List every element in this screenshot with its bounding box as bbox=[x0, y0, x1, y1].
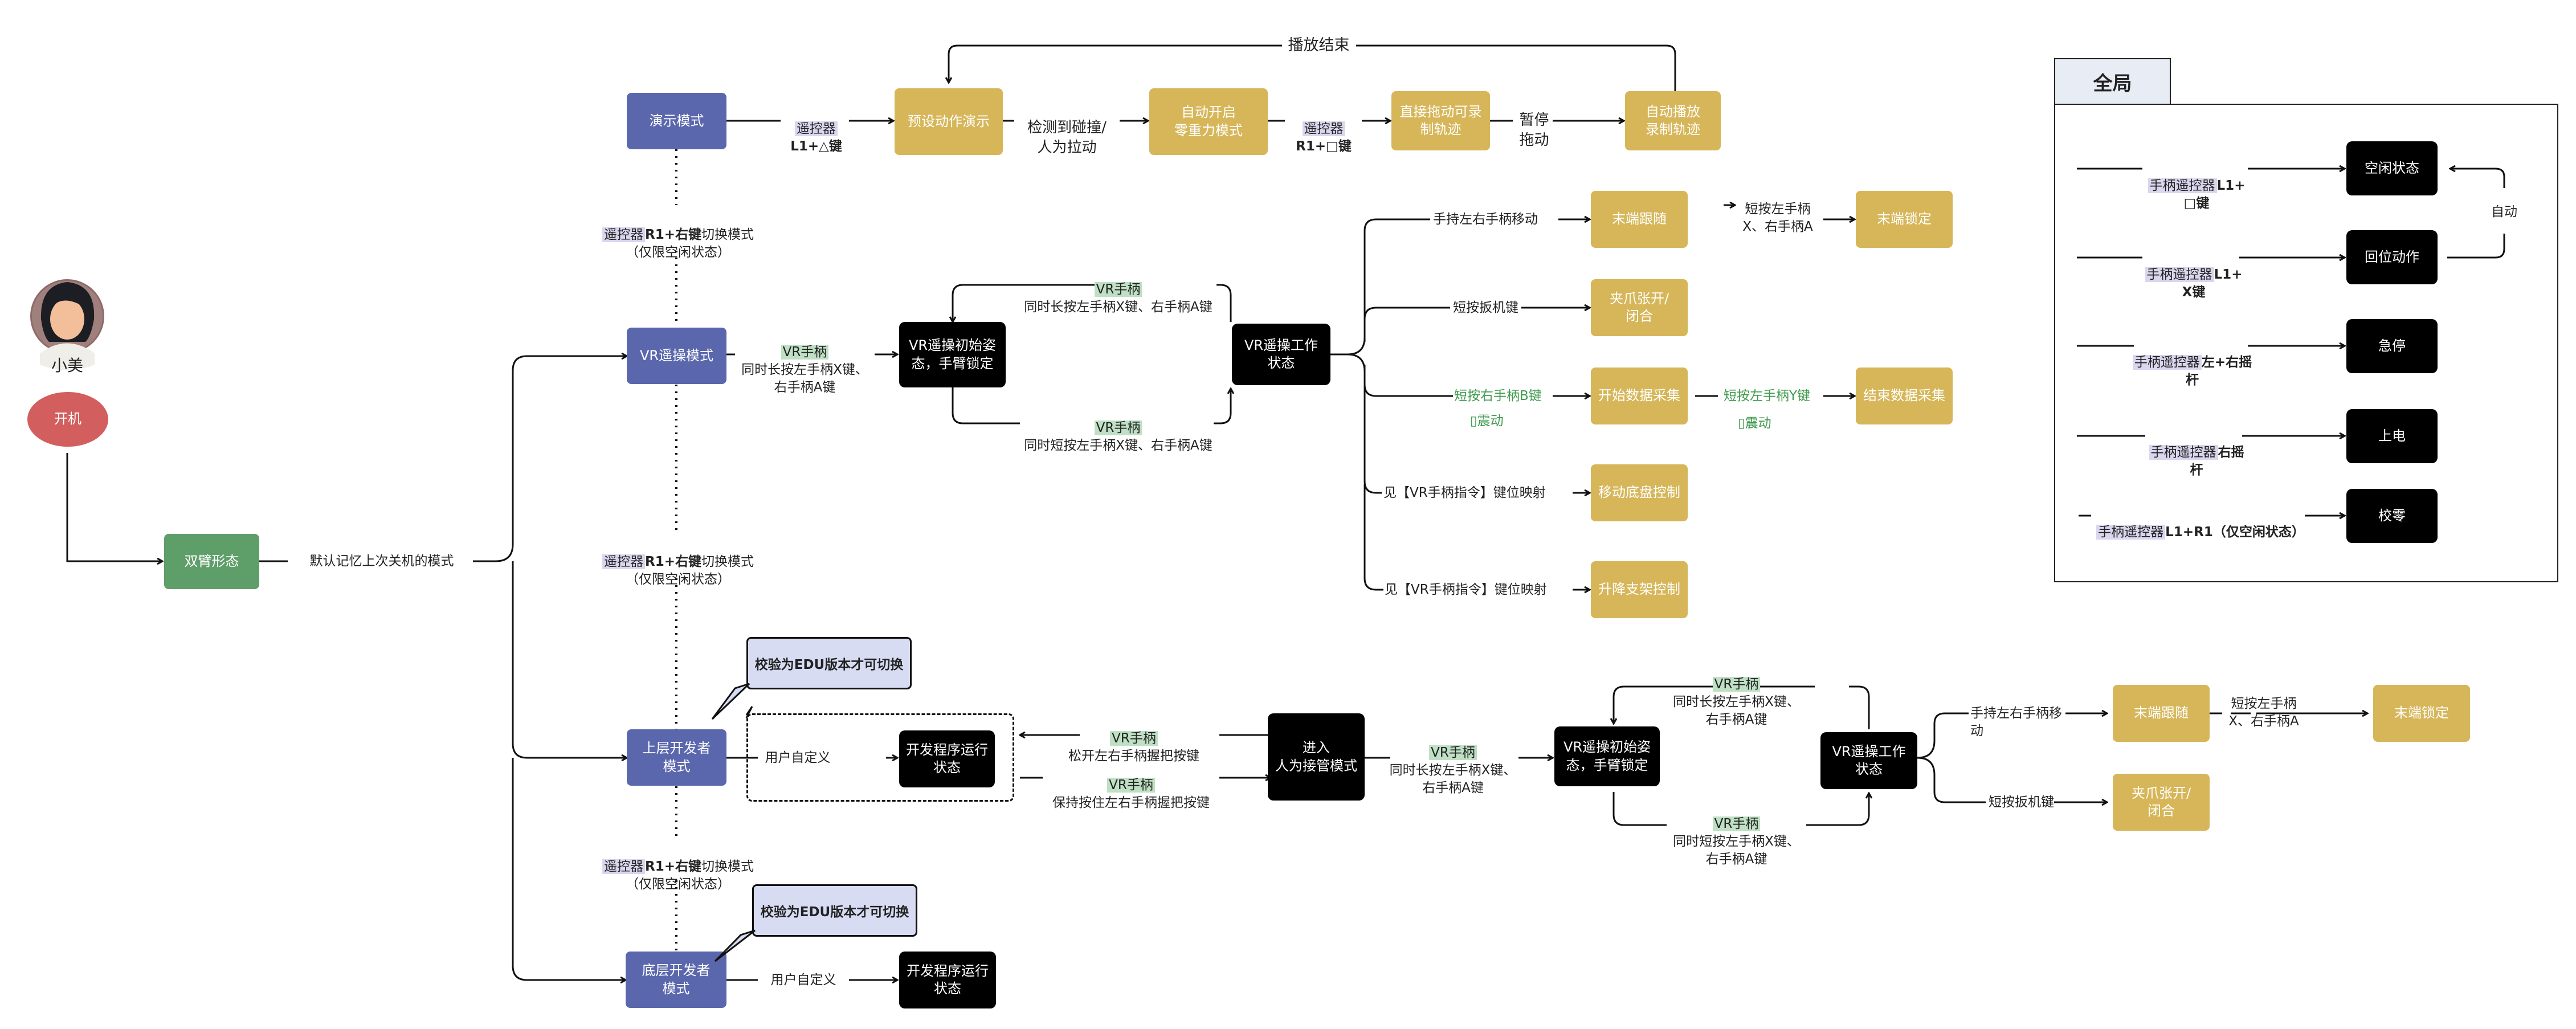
user-defined-label-2: 用户自定义 bbox=[770, 973, 836, 987]
short-y-label: 短按左手柄Y键 bbox=[1724, 389, 1811, 403]
auto-label: 自动 bbox=[2491, 205, 2517, 219]
user-avatar bbox=[30, 279, 104, 370]
edu-check-callout-2: 校验为EDU版本才可切换 bbox=[752, 884, 917, 937]
vr-short-press-bottom-label: VR手柄同时短按左手柄X键、右手柄A键 bbox=[1024, 420, 1213, 454]
gripper-node[interactable]: 夹爪张开/ 闭合 bbox=[1591, 279, 1688, 336]
callout-pointer-1 bbox=[711, 683, 750, 720]
short-b-label: 短按右手柄B键 bbox=[1454, 389, 1542, 403]
see-mapping-label-2: 见【VR手柄指令】键位映射 bbox=[1385, 582, 1547, 597]
short-trigger-label: 短按扳机键 bbox=[1453, 300, 1518, 315]
zero-gravity-node[interactable]: 自动开启 零重力模式 bbox=[1149, 88, 1268, 155]
short-press-xa-end-label-2: 短按左手柄 X、右手柄A bbox=[2228, 696, 2299, 729]
e-stop-node[interactable]: 急停 bbox=[2346, 319, 2438, 373]
idle-state-node[interactable]: 空闲状态 bbox=[2346, 141, 2438, 195]
dev-run-upper-node[interactable]: 开发程序运行 状态 bbox=[899, 730, 995, 787]
play-end-label: 播放结束 bbox=[1288, 36, 1350, 54]
end-follow-node[interactable]: 末端跟随 bbox=[1591, 191, 1688, 248]
auto-play-node[interactable]: 自动播放 录制轨迹 bbox=[1625, 91, 1721, 150]
vibrate-icon: ▯ bbox=[1738, 416, 1745, 431]
end-collect-node[interactable]: 结束数据采集 bbox=[1856, 368, 1953, 424]
pause-drag-label: 暂停拖动 bbox=[1519, 112, 1549, 149]
global-panel-title: 全局 bbox=[2054, 58, 2171, 105]
short-press-xa-end-label: 短按左手柄 X、右手柄A bbox=[1742, 202, 1813, 235]
global-row-4-label: 手柄遥控器右摇杆 bbox=[2145, 426, 2248, 479]
vr-work-2-node[interactable]: VR遥操工作 状态 bbox=[1820, 732, 1917, 789]
vr-long-press-top-label: VR手柄同时长按左手柄X键、右手柄A键 bbox=[1024, 282, 1213, 315]
global-row-3-label: 手柄遥控器左+右摇杆 bbox=[2131, 336, 2254, 389]
lift-node[interactable]: 升降支架控制 bbox=[1591, 561, 1688, 618]
chassis-node[interactable]: 移动底盘控制 bbox=[1591, 464, 1688, 521]
move-hands-label: 手持左右手柄移动 bbox=[1433, 212, 1538, 227]
end-lock-node[interactable]: 末端锁定 bbox=[1856, 191, 1953, 248]
callout-pointer-2 bbox=[714, 929, 756, 962]
power-on-node[interactable]: 上电 bbox=[2346, 409, 2438, 463]
vibrate-label-1: ▯震动 bbox=[1470, 414, 1504, 428]
vr-init-node[interactable]: VR遥操初始姿 态，手臂锁定 bbox=[899, 322, 1006, 387]
preset-demo-node[interactable]: 预设动作演示 bbox=[895, 88, 1003, 155]
vr-work-node[interactable]: VR遥操工作 状态 bbox=[1232, 324, 1330, 385]
short-trigger-label-2: 短按扳机键 bbox=[1989, 795, 2054, 810]
takeover-long-press-label: VR手柄同时长按左手柄X键、 右手柄A键 bbox=[1389, 745, 1517, 796]
user-name: 小美 bbox=[51, 356, 83, 375]
zero-calibration-node[interactable]: 校零 bbox=[2346, 489, 2438, 543]
user-defined-dashed-group bbox=[746, 713, 1014, 802]
default-memory-label: 默认记忆上次关机的模式 bbox=[309, 554, 454, 569]
start-collect-node[interactable]: 开始数据采集 bbox=[1591, 368, 1688, 424]
vibrate-icon: ▯ bbox=[1470, 414, 1477, 428]
move-hands-label-2: 手持左右手柄移动 bbox=[1970, 706, 2062, 739]
takeover-node[interactable]: 进入 人为接管模式 bbox=[1268, 713, 1365, 801]
end-follow-2-node[interactable]: 末端跟随 bbox=[2113, 685, 2210, 742]
see-mapping-label-1: 见【VR手柄指令】键位映射 bbox=[1383, 485, 1546, 500]
upper-dev-mode-node[interactable]: 上层开发者 模式 bbox=[627, 729, 726, 786]
vr2-long-press-label: VR手柄同时长按左手柄X键、 右手柄A键 bbox=[1673, 677, 1800, 728]
hold-grip-label: VR手柄保持按住左右手柄握把按键 bbox=[1052, 778, 1210, 811]
user-defined-label-1: 用户自定义 bbox=[765, 750, 831, 765]
lower-dev-mode-node[interactable]: 底层开发者 模式 bbox=[626, 952, 726, 1008]
drag-record-node[interactable]: 直接拖动可录 制轨迹 bbox=[1391, 91, 1490, 150]
demo-mode-node[interactable]: 演示模式 bbox=[627, 93, 726, 149]
dev-run-lower-node[interactable]: 开发程序运行 状态 bbox=[899, 952, 996, 1008]
release-grip-label: VR手柄松开左右手柄握把按键 bbox=[1068, 731, 1199, 764]
return-action-node[interactable]: 回位动作 bbox=[2346, 230, 2438, 284]
vr-init-2-node[interactable]: VR遥操初始姿 态，手臂锁定 bbox=[1554, 726, 1660, 786]
end-lock-2-node[interactable]: 末端锁定 bbox=[2373, 685, 2470, 742]
collision-label: 检测到碰撞/人为拉动 bbox=[1027, 119, 1107, 157]
global-panel bbox=[2054, 104, 2558, 582]
vr-mode-node[interactable]: VR遥操模式 bbox=[627, 328, 726, 384]
vr2-short-press-label: VR手柄同时短按左手柄X键、 右手柄A键 bbox=[1673, 816, 1800, 867]
edu-check-callout-1: 校验为EDU版本才可切换 bbox=[746, 637, 912, 689]
gripper-2-node[interactable]: 夹爪张开/ 闭合 bbox=[2113, 774, 2210, 831]
vr-handle-long-press-label: VR手柄同时长按左手柄X键、 右手柄A键 bbox=[741, 345, 868, 395]
vibrate-label-2: ▯震动 bbox=[1738, 416, 1771, 431]
dual-arm-node[interactable]: 双臂形态 bbox=[164, 534, 259, 589]
boot-node[interactable]: 开机 bbox=[27, 392, 108, 447]
